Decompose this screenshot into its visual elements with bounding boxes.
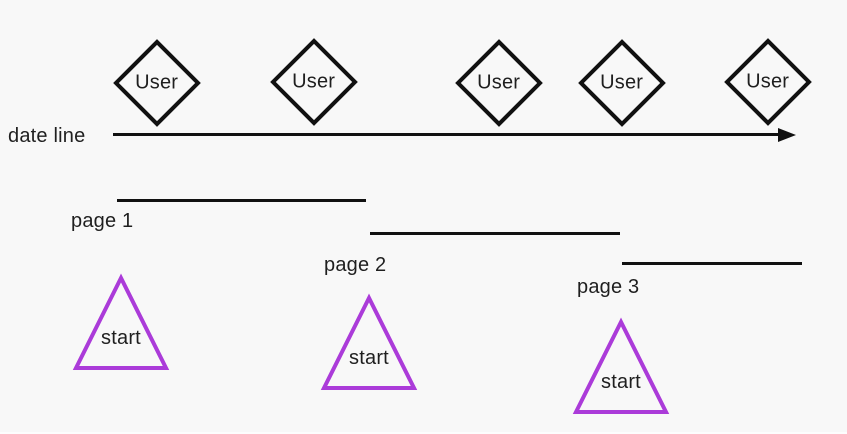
start-triangle-2: start — [319, 293, 419, 393]
page-3-label: page 3 — [577, 276, 640, 298]
user-diamond-3-label: User — [477, 72, 521, 94]
start-triangle-2-label: start — [349, 347, 389, 369]
start-triangle-1-shape — [72, 273, 170, 370]
user-diamond-4: User — [578, 39, 666, 127]
user-diamond-1: User — [113, 39, 201, 127]
user-diamond-5-label: User — [746, 71, 790, 93]
page-3-span-line — [622, 262, 802, 265]
user-diamond-2: User — [270, 38, 358, 126]
start-triangle-1-label: start — [101, 327, 141, 349]
date-line-label: date line — [8, 125, 86, 147]
page-1-span-line — [117, 199, 366, 202]
user-diamond-1-label: User — [135, 72, 179, 94]
start-triangle-2-shape — [320, 293, 418, 390]
start-triangle-3-shape — [572, 317, 670, 414]
start-triangle-1: start — [71, 273, 171, 373]
page-1-label: page 1 — [71, 210, 134, 232]
user-diamond-5: User — [724, 38, 812, 126]
user-diamond-4-label: User — [600, 72, 644, 94]
arrowhead-icon — [778, 128, 796, 142]
page-2-span-line — [370, 232, 620, 235]
user-diamond-2-label: User — [292, 71, 336, 93]
user-diamond-3: User — [455, 39, 543, 127]
page-2-label: page 2 — [324, 254, 387, 276]
date-line — [113, 133, 778, 136]
start-triangle-3-label: start — [601, 371, 641, 393]
start-triangle-3: start — [571, 317, 671, 417]
